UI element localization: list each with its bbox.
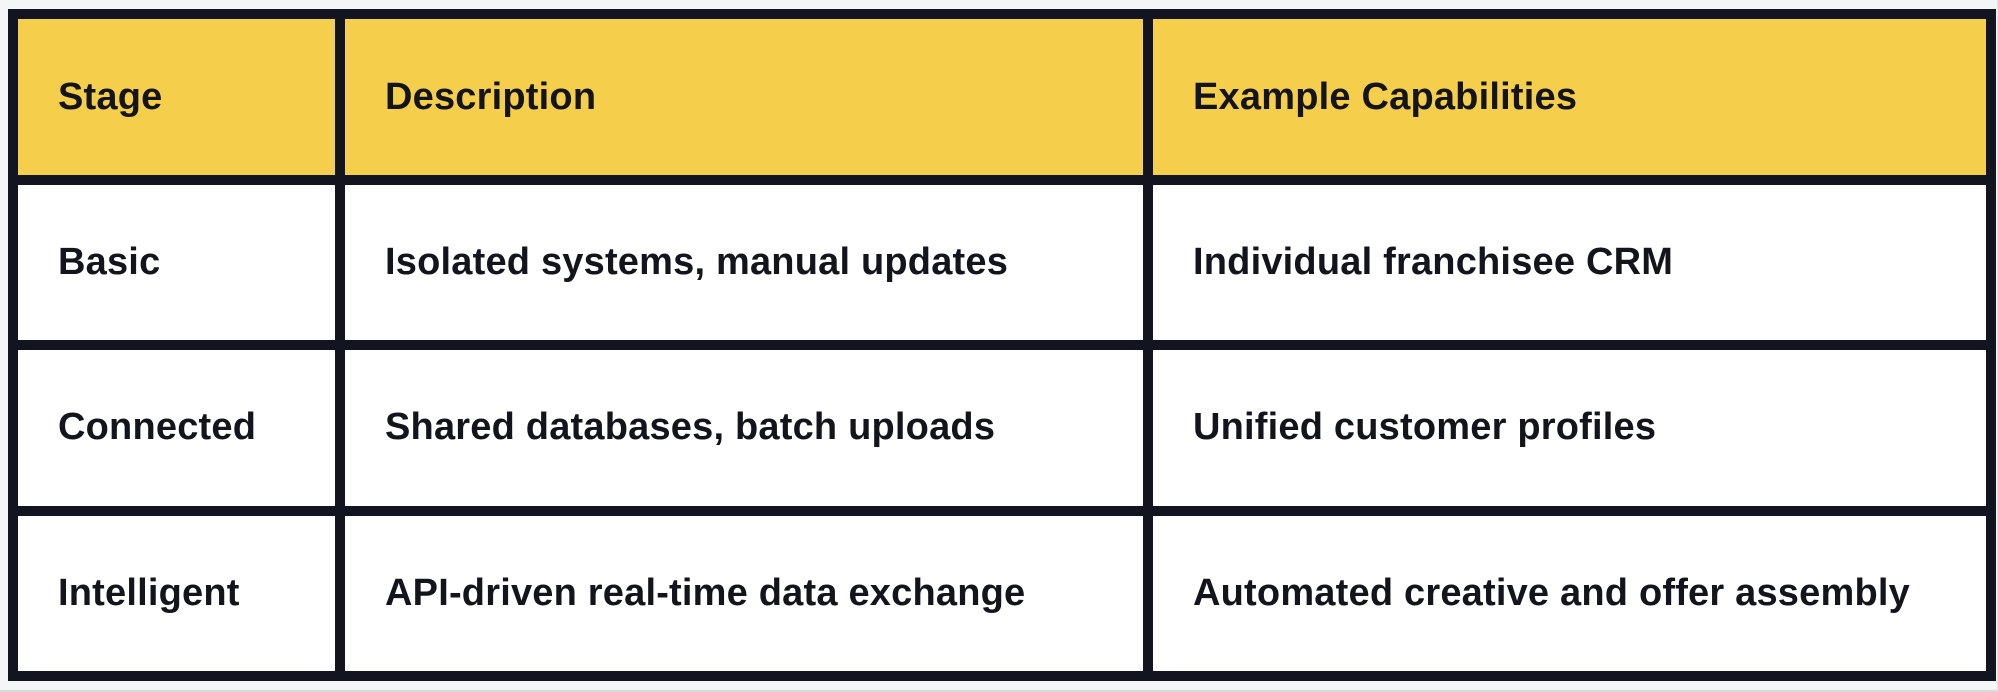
table-row-intelligent: Intelligent API-driven real-time data ex… bbox=[8, 505, 1996, 682]
cell-description: API-driven real-time data exchange bbox=[335, 505, 1153, 682]
cell-capabilities: Individual franchisee CRM bbox=[1143, 174, 1996, 351]
cell-capabilities: Automated creative and offer assembly bbox=[1143, 505, 1996, 682]
cell-stage: Intelligent bbox=[8, 505, 345, 682]
cell-stage: Basic bbox=[8, 174, 345, 351]
table-header-row: Stage Description Example Capabilities bbox=[8, 9, 1996, 185]
cell-capabilities: Unified customer profiles bbox=[1143, 340, 1996, 516]
table-row-connected: Connected Shared databases, batch upload… bbox=[8, 340, 1996, 516]
table-row-basic: Basic Isolated systems, manual updates I… bbox=[8, 174, 1996, 351]
header-cell-stage: Stage bbox=[8, 9, 345, 185]
header-cell-capabilities: Example Capabilities bbox=[1143, 9, 1996, 185]
cell-stage: Connected bbox=[8, 340, 345, 516]
cell-description: Isolated systems, manual updates bbox=[335, 174, 1153, 351]
maturity-stages-table: Stage Description Example Capabilities B… bbox=[8, 9, 1996, 682]
cell-description: Shared databases, batch uploads bbox=[335, 340, 1153, 516]
header-cell-description: Description bbox=[335, 9, 1153, 185]
